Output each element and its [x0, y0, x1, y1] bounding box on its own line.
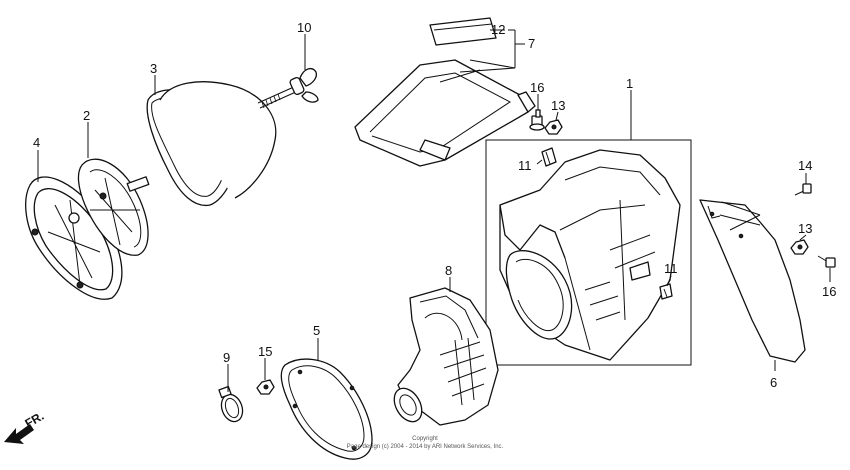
- callout-6: 6: [770, 375, 777, 390]
- part-16-bolt-right: [817, 255, 836, 268]
- part-9-hose-clamp: [218, 385, 244, 423]
- part-11-clip-upper: [541, 147, 557, 167]
- part-1-airbox: [485, 139, 692, 366]
- callout-9: 9: [223, 350, 230, 365]
- part-6-mud-guard: [699, 199, 806, 363]
- part-12-label: [429, 17, 497, 46]
- callout-12: 12: [491, 22, 505, 37]
- part-15-nut: [256, 379, 275, 395]
- part-2-filter-holder: [77, 158, 150, 256]
- callout-16-right: 16: [822, 284, 836, 299]
- callout-7: 7: [528, 36, 535, 51]
- part-8-intake-boot: [393, 287, 499, 426]
- callout-13-top: 13: [551, 98, 565, 113]
- copyright-notice: Copyright Page design (c) 2004 - 2014 by…: [347, 436, 504, 450]
- part-13-nut-top: [544, 119, 563, 135]
- part-4-backing-plate: [25, 176, 123, 300]
- front-direction-indicator: FR.: [4, 409, 46, 444]
- callout-2: 2: [83, 108, 90, 123]
- callout-4: 4: [33, 135, 40, 150]
- callout-3: 3: [150, 61, 157, 76]
- callout-15: 15: [258, 344, 272, 359]
- callout-8: 8: [445, 263, 452, 278]
- callout-1: 1: [626, 76, 633, 91]
- callout-11-upper: 11: [518, 158, 532, 173]
- part-13-nut-right: [790, 239, 809, 255]
- callout-14: 14: [798, 158, 812, 173]
- leader-lines: [37, 29, 831, 392]
- part-14-bolt: [794, 183, 812, 196]
- callout-10: 10: [297, 20, 311, 35]
- part-11-clip-lower: [659, 283, 673, 300]
- part-3-air-filter: [146, 81, 277, 207]
- callout-5: 5: [313, 323, 320, 338]
- callout-13-right: 13: [798, 221, 812, 236]
- part-10-wing-bolt: [257, 67, 319, 109]
- callout-16-top: 16: [530, 80, 544, 95]
- part-5-gasket: [280, 358, 373, 460]
- part-16-bolt-top: [529, 109, 545, 131]
- copyright-line-2: Page design (c) 2004 - 2014 by ARI Netwo…: [347, 444, 504, 450]
- callout-11-lower: 11: [664, 261, 678, 276]
- callout-labels: 1 2 3 4 5 6 7 8 9 10 11 11 12 13 13 14 1…: [33, 20, 836, 390]
- copyright-line-1: Copyright: [412, 436, 438, 442]
- front-arrow-icon: [4, 424, 34, 444]
- part-7-box-cover: [354, 59, 536, 167]
